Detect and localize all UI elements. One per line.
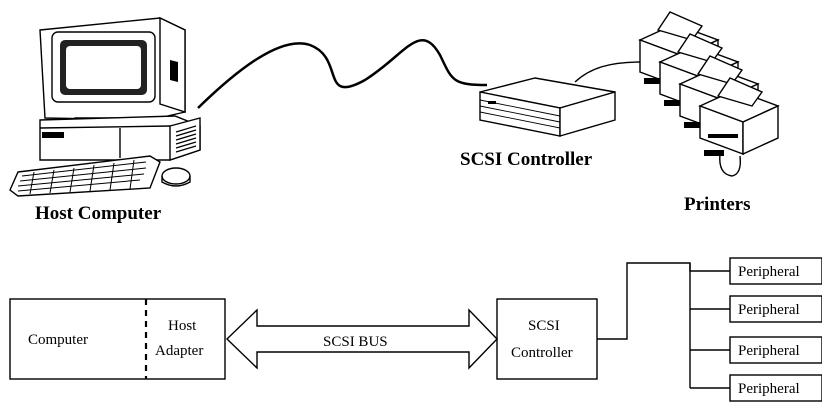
scsi-controller-label: SCSI Controller [460, 149, 593, 170]
computer-box [9, 298, 226, 380]
scsi-controller-box [496, 298, 598, 380]
scsi-bus-label: SCSI BUS [323, 334, 388, 350]
computer-label: Computer [28, 332, 88, 348]
scsi-controller-box-line1: SCSI [528, 318, 560, 334]
host-adapter-label-line2: Adapter [155, 343, 203, 359]
host-cable [197, 39, 488, 109]
host-computer-illustration [9, 16, 201, 197]
scsi-controller-box-line2: Controller [511, 345, 573, 361]
peripheral-label-1: Peripheral [738, 264, 800, 280]
peripheral-label-4: Peripheral [738, 381, 800, 397]
printers-label: Printers [684, 194, 750, 215]
scsi-controller-illustration [479, 77, 616, 137]
peripheral-box-1 [729, 257, 822, 285]
peripheral-label-3: Peripheral [738, 343, 800, 359]
peripheral-label-2: Peripheral [738, 302, 800, 318]
printers-illustration [638, 11, 780, 177]
host-adapter-label-line1: Host [168, 318, 197, 334]
host-computer-label: Host Computer [35, 203, 162, 224]
peripheral-box-4 [729, 374, 822, 402]
peripheral-box-2 [729, 295, 822, 323]
peripheral-box-3 [729, 336, 822, 364]
peripheral-bus-lines [597, 262, 730, 389]
printer-cable [574, 61, 641, 83]
